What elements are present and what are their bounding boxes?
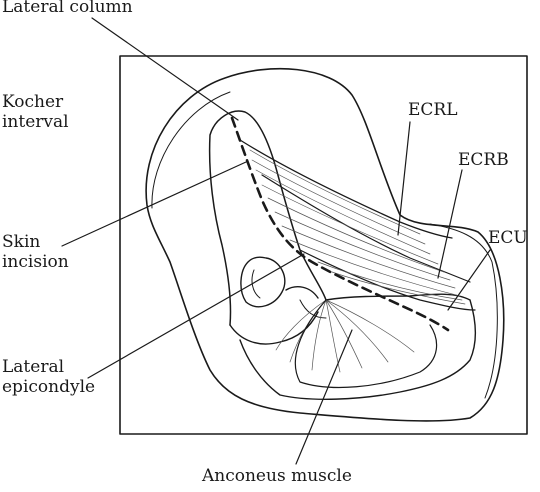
ecu-muscle — [299, 249, 476, 311]
label-lateral-epicondyle: Lateral epicondyle — [2, 357, 96, 397]
label-ecrb: ECRB — [458, 150, 509, 170]
skin-outline-inner — [151, 91, 498, 399]
ecrb-muscle — [261, 174, 471, 283]
label-ecu: ECU — [488, 228, 528, 248]
label-lateral-column: Lateral column — [2, 0, 133, 17]
label-anconeus-muscle: Anconeus muscle — [202, 466, 352, 486]
forearm-outline — [239, 293, 476, 400]
leader-skin-incision — [87, 253, 305, 379]
label-kocher-interval: Kocher interval — [2, 92, 69, 132]
leader-ecu — [447, 249, 491, 311]
anconeus-muscle — [294, 299, 438, 389]
skin-outline — [145, 67, 505, 422]
leader-ecrl — [397, 121, 411, 236]
leader-kocher-interval — [61, 161, 247, 247]
epicondyle-notch — [251, 269, 327, 319]
muscle-fibers — [249, 149, 466, 305]
ecrl-muscle — [239, 139, 453, 239]
label-skin-incision: Skin incision — [2, 232, 69, 272]
humerus-shaft — [208, 110, 327, 326]
anconeus-fibers — [275, 299, 415, 373]
leader-lines — [61, 17, 491, 465]
label-ecrl: ECRL — [408, 100, 458, 120]
frame-box — [119, 55, 528, 435]
leader-anconeus — [295, 329, 353, 465]
leader-ecrb — [437, 169, 463, 279]
leader-lateral-column — [91, 17, 239, 121]
skin-incision-line — [230, 116, 450, 332]
